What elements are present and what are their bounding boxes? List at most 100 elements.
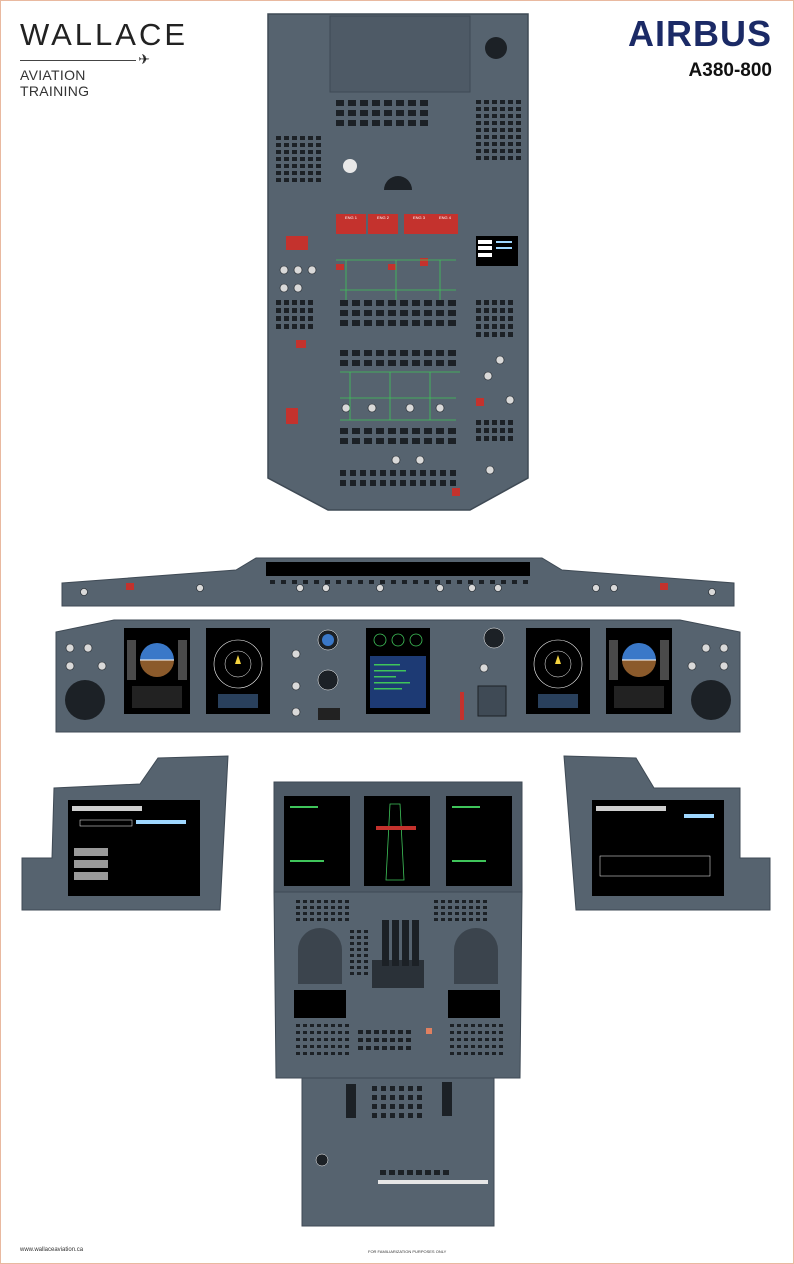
overhead-pushbutton[interactable]	[380, 470, 386, 476]
pedestal-switch[interactable]	[417, 1086, 422, 1091]
fcu-pushbutton[interactable]	[435, 580, 440, 584]
cargo-smoke-button[interactable]	[286, 408, 298, 424]
overhead-pushbutton[interactable]	[388, 350, 396, 356]
overhead-switch[interactable]	[476, 428, 481, 433]
overhead-switch[interactable]	[476, 114, 481, 118]
fcu-pushbutton[interactable]	[347, 580, 352, 584]
overhead-switch[interactable]	[284, 308, 289, 313]
overhead-pushbutton[interactable]	[412, 428, 420, 434]
overhead-pushbutton[interactable]	[448, 360, 456, 366]
overhead-pushbutton[interactable]	[372, 100, 380, 106]
overhead-switch[interactable]	[276, 178, 281, 182]
overhead-pushbutton[interactable]	[448, 438, 456, 444]
pedestal-key[interactable]	[469, 900, 473, 903]
pedestal-key[interactable]	[464, 1038, 468, 1041]
fcu-pushbutton[interactable]	[391, 580, 396, 584]
overhead-pushbutton[interactable]	[376, 310, 384, 316]
overhead-selector-knob[interactable]	[279, 265, 289, 275]
overhead-pushbutton[interactable]	[348, 120, 356, 126]
overhead-switch[interactable]	[508, 436, 513, 441]
pedestal-key[interactable]	[471, 1045, 475, 1048]
overhead-pushbutton[interactable]	[376, 428, 384, 434]
overhead-switch[interactable]	[516, 107, 521, 111]
pedestal-key[interactable]	[357, 942, 361, 945]
overhead-switch[interactable]	[500, 142, 505, 146]
pedestal-key[interactable]	[303, 906, 307, 909]
pedestal-key[interactable]	[310, 1045, 314, 1048]
pedestal-switch[interactable]	[372, 1104, 377, 1109]
overhead-pushbutton[interactable]	[412, 350, 420, 356]
overhead-switch[interactable]	[276, 171, 281, 175]
overhead-switch[interactable]	[276, 300, 281, 305]
pedestal-key[interactable]	[469, 918, 473, 921]
overhead-switch[interactable]	[284, 143, 289, 147]
pedestal-key[interactable]	[483, 900, 487, 903]
overhead-switch[interactable]	[516, 121, 521, 125]
fcu-pushbutton[interactable]	[358, 580, 363, 584]
pedestal-key[interactable]	[464, 1045, 468, 1048]
pedestal-key[interactable]	[296, 1038, 300, 1041]
overhead-pushbutton[interactable]	[370, 470, 376, 476]
overhead-pushbutton[interactable]	[372, 110, 380, 116]
pedestal-key[interactable]	[471, 1038, 475, 1041]
overhead-switch[interactable]	[308, 300, 313, 305]
overhead-switch[interactable]	[476, 156, 481, 160]
overhead-pushbutton[interactable]	[352, 310, 360, 316]
pedestal-key[interactable]	[434, 900, 438, 903]
overhead-pushbutton[interactable]	[448, 300, 456, 306]
overhead-pushbutton[interactable]	[436, 428, 444, 434]
overhead-switch[interactable]	[476, 149, 481, 153]
overhead-switch[interactable]	[316, 143, 321, 147]
panel-knob[interactable]	[719, 661, 729, 671]
overhead-switch[interactable]	[484, 332, 489, 337]
pedestal-key[interactable]	[338, 906, 342, 909]
pedestal-key[interactable]	[485, 1024, 489, 1027]
pedestal-key[interactable]	[345, 1038, 349, 1041]
fcu-knob[interactable]	[296, 584, 304, 592]
pedestal-key[interactable]	[310, 1024, 314, 1027]
fcu-pushbutton[interactable]	[490, 580, 495, 584]
pedestal-key[interactable]	[310, 900, 314, 903]
overhead-switch[interactable]	[508, 300, 513, 305]
overhead-pushbutton[interactable]	[396, 110, 404, 116]
pedestal-key[interactable]	[483, 912, 487, 915]
overhead-pushbutton[interactable]	[424, 428, 432, 434]
pedestal-key[interactable]	[345, 900, 349, 903]
overhead-switch[interactable]	[308, 316, 313, 321]
overhead-pushbutton[interactable]	[420, 480, 426, 486]
pedestal-key[interactable]	[303, 900, 307, 903]
overhead-selector-knob[interactable]	[485, 465, 495, 475]
pedestal-key[interactable]	[390, 1038, 395, 1042]
overhead-pushbutton[interactable]	[408, 120, 416, 126]
overhead-pushbutton[interactable]	[376, 438, 384, 444]
pedestal-key[interactable]	[471, 1052, 475, 1055]
overhead-switch[interactable]	[508, 332, 513, 337]
fcu-pushbutton[interactable]	[446, 580, 451, 584]
overhead-switch[interactable]	[476, 135, 481, 139]
overhead-switch[interactable]	[292, 136, 297, 140]
pedestal-key[interactable]	[366, 1038, 371, 1042]
overhead-pushbutton[interactable]	[400, 350, 408, 356]
overhead-selector-knob[interactable]	[495, 355, 505, 365]
overhead-pushbutton[interactable]	[424, 310, 432, 316]
pedestal-key[interactable]	[296, 900, 300, 903]
panel-knob[interactable]	[291, 649, 301, 659]
pedestal-key[interactable]	[450, 1038, 454, 1041]
pedestal-key[interactable]	[455, 906, 459, 909]
overhead-pushbutton[interactable]	[372, 120, 380, 126]
overhead-pushbutton[interactable]	[340, 300, 348, 306]
overhead-switch[interactable]	[500, 324, 505, 329]
overhead-switch[interactable]	[484, 436, 489, 441]
overhead-pushbutton[interactable]	[388, 360, 396, 366]
pedestal-key[interactable]	[462, 912, 466, 915]
panel-knob[interactable]	[701, 643, 711, 653]
pedestal-switch[interactable]	[399, 1086, 404, 1091]
pedestal-key[interactable]	[364, 942, 368, 945]
overhead-switch[interactable]	[476, 436, 481, 441]
overhead-pushbutton[interactable]	[424, 438, 432, 444]
pedestal-switch[interactable]	[399, 1113, 404, 1118]
pedestal-key[interactable]	[324, 1038, 328, 1041]
overhead-switch[interactable]	[292, 171, 297, 175]
fcu-pushbutton[interactable]	[303, 580, 308, 584]
fcu-pushbutton[interactable]	[281, 580, 286, 584]
